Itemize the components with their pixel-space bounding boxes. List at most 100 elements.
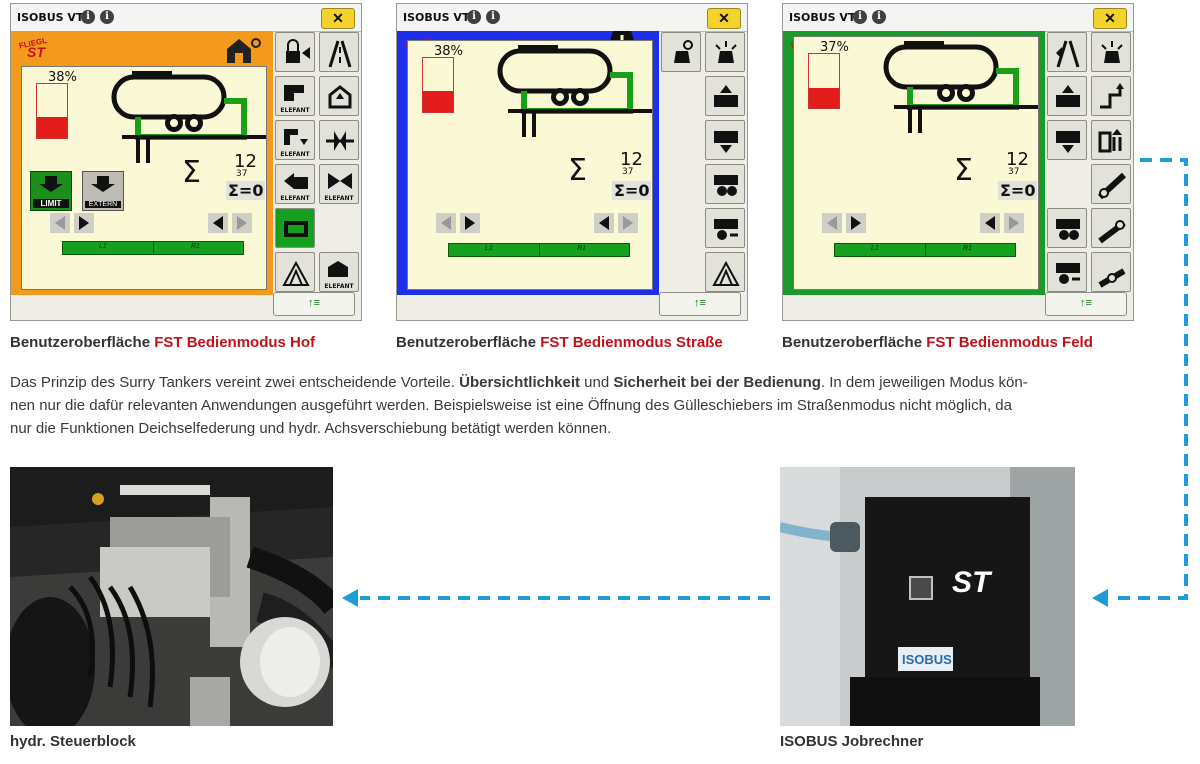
info-icon[interactable]: i [100,10,114,24]
beacon-softkey-extra[interactable] [661,32,701,72]
conveyor-softkey[interactable] [1091,252,1131,292]
close-button[interactable]: ✕ [707,8,741,29]
lock-softkey[interactable] [275,32,315,72]
left-arrow-button[interactable] [436,213,480,233]
info-icon[interactable]: i [853,10,867,24]
elefant-softkey[interactable]: ELEFANT [319,164,359,204]
sum-reset-button[interactable]: Σ=0 [612,181,652,200]
beacon-softkey[interactable] [1091,32,1131,72]
conveyor-softkey[interactable] [1091,164,1131,204]
valve-open-softkey[interactable] [1091,120,1131,160]
right-arrow-button[interactable] [594,213,638,233]
right-arrow-button[interactable] [980,213,1024,233]
fill-level-gauge [808,53,840,109]
extern-button[interactable]: EXTERN [82,171,124,211]
info-icon[interactable]: i [486,10,500,24]
isobus-label: ISOBUS [902,652,952,667]
caption-mode: FST Bedienmodus Hof [154,334,316,351]
caption-hof: Benutzeroberfläche FST Bedienmodus Hof [10,334,316,351]
softkey-column [705,32,747,294]
sum-subcount: 37 [1008,167,1020,177]
lift-up-softkey[interactable] [1047,76,1087,116]
lift-up-softkey[interactable] [705,76,745,116]
panel-title: ISOBUS VT [403,11,470,24]
fill-percent: 38% [434,44,463,59]
left-arrow-button[interactable] [50,213,94,233]
close-button[interactable]: ✕ [1093,8,1127,29]
axle-shift-softkey[interactable] [1047,252,1087,292]
fill-level-gauge [422,57,454,113]
fill-percent: 37% [820,40,849,55]
lift-down-softkey[interactable] [1047,120,1087,160]
section-bar: L1 R1 [448,243,630,257]
right-arrow-button[interactable] [208,213,252,233]
conveyor-softkey[interactable] [1091,208,1131,248]
left-section-label: L1 [485,245,493,252]
left-photo-caption: hydr. Steuerblock [10,733,136,750]
elefant-softkey[interactable]: ELEFANT [275,76,315,116]
close-button[interactable]: ✕ [321,8,355,29]
sum-symbol: Σ [954,153,973,188]
house-softkey[interactable] [319,76,359,116]
softkey-column-1: ELEFANT ELEFANT ELEFANT [275,32,317,294]
elefant-softkey[interactable]: ELEFANT [275,120,315,160]
panel-titlebar: ISOBUS VT i i ✕ [397,4,747,32]
sum-count: 12 [234,151,257,172]
menu-button[interactable]: ↑≡ [659,292,741,316]
axle-shift-softkey[interactable] [1047,208,1087,248]
tanker-display: 38% Σ 12 37 Σ=0 L1 R1 [407,40,653,290]
svg-text:ST: ST [27,44,46,59]
info-icon[interactable]: i [872,10,886,24]
panel-title: ISOBUS VT [17,11,84,24]
sum-reset-button[interactable]: Σ=0 [998,181,1038,200]
caption-strasse: Benutzeroberfläche FST Bedienmodus Straß… [396,334,723,351]
axle-shift-softkey[interactable] [705,164,745,204]
pipe-softkey[interactable] [1091,76,1131,116]
caption-feld: Benutzeroberfläche FST Bedienmodus Feld [782,334,1093,351]
hydraulic-block-photo [10,467,333,726]
menu-button[interactable]: ↑≡ [1045,292,1127,316]
beacon-softkey[interactable] [705,32,745,72]
right-section-label: R1 [191,243,200,250]
paragraph-line-1: Das Prinzip des Surry Tankers vereint zw… [10,374,1028,391]
description-text: Das Prinzip des Surry Tankers vereint zw… [10,371,1140,440]
isobus-jobrechner-photo: ST ISOBUS [780,467,1075,726]
sum-subcount: 37 [236,169,248,179]
screen-softkey[interactable] [275,208,315,248]
tanker-display: 37% Σ 12 37 Σ=0 L1 R1 [793,36,1039,290]
road-softkey[interactable] [1047,32,1087,72]
panel-title: ISOBUS VT [789,11,856,24]
axle-shift-softkey[interactable] [705,208,745,248]
paragraph-line-3: nur die Funktionen Deichselfederung und … [10,420,612,437]
info-icon[interactable]: i [81,10,95,24]
sum-count: 12 [620,149,643,170]
left-section-label: L1 [99,243,107,250]
elefant-softkey[interactable]: ELEFANT [275,164,315,204]
sum-reset-button[interactable]: Σ=0 [226,181,266,200]
panel-titlebar: ISOBUS VT i i ✕ [11,4,361,32]
road-softkey[interactable] [319,32,359,72]
tanker-diagram [883,41,1038,133]
lift-down-softkey[interactable] [705,120,745,160]
tanker-diagram [111,71,266,163]
elefant-softkey[interactable]: ELEFANT [319,252,359,292]
paragraph-line-2: nen nur die dafür relevanten Anwendungen… [10,397,1012,414]
left-section-label: L1 [871,245,879,252]
extern-label: EXTERN [85,201,121,208]
left-arrow-button[interactable] [822,213,866,233]
box-logo: ST [952,566,993,599]
spreader-softkey[interactable] [275,252,315,292]
sum-symbol: Σ [182,155,201,190]
spreader-softkey[interactable] [705,252,745,292]
section-bar: L1 R1 [62,241,244,255]
info-icon[interactable]: i [467,10,481,24]
caption-mode: FST Bedienmodus Feld [926,334,1093,351]
menu-button[interactable]: ↑≡ [273,292,355,316]
limit-button[interactable]: LIMIT [30,171,72,211]
valve-softkey[interactable] [319,120,359,160]
sum-subcount: 37 [622,167,634,177]
